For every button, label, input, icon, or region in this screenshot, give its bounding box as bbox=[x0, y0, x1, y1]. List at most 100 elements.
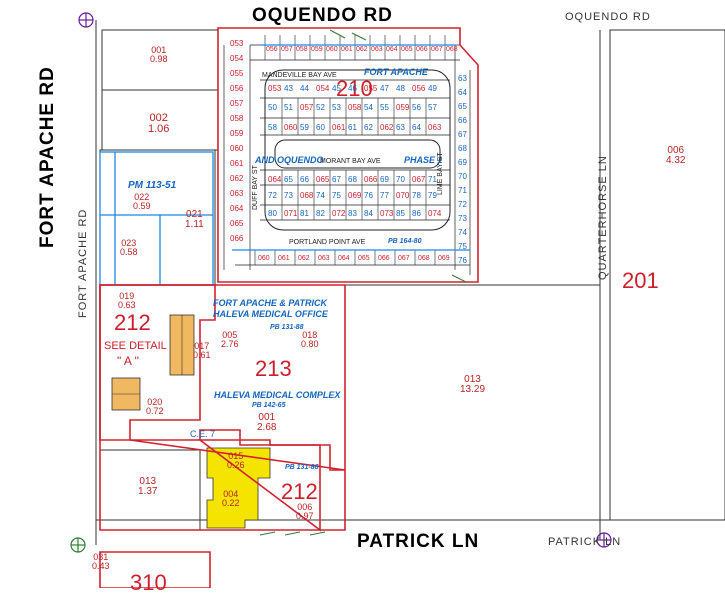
lot-number-blue: 69 bbox=[380, 175, 389, 184]
lot-number-blue: 45 bbox=[332, 84, 341, 93]
street-lime: LIME BAY ST bbox=[437, 152, 444, 195]
lot-number-blue: 65 bbox=[284, 175, 293, 184]
lot-number-red: 062 bbox=[298, 255, 310, 262]
lot-number-red: 060 bbox=[230, 144, 244, 153]
lot-number-red: 058 bbox=[296, 46, 308, 53]
lot-number-red: 057 bbox=[281, 46, 293, 53]
lot-number-blue: 74 bbox=[458, 228, 467, 237]
lot-number-blue: 63 bbox=[458, 74, 467, 83]
haleva-office-label-2: HALEVA MEDICAL OFFICE bbox=[213, 309, 328, 319]
lot-number-red: 063 bbox=[318, 255, 330, 262]
book-number-310: 310 bbox=[130, 570, 167, 595]
lot-number-blue: 61 bbox=[348, 123, 357, 132]
lot-number-blue: 48 bbox=[396, 84, 405, 93]
lot-number-blue: 67 bbox=[332, 175, 341, 184]
book-310-boundary bbox=[99, 551, 211, 588]
lot-number-red: 071 bbox=[284, 209, 298, 218]
lot-number-blue: 70 bbox=[458, 172, 467, 181]
lot-number-red: 059 bbox=[230, 129, 244, 138]
lot-number-red: 066 bbox=[364, 175, 378, 184]
lot-number-blue: 58 bbox=[268, 123, 277, 132]
lot-number-red: 054 bbox=[316, 84, 330, 93]
lot-number-blue: 73 bbox=[284, 191, 293, 200]
lot-number-red: 069 bbox=[438, 255, 450, 262]
fort-apache-rd-label-small: FORT APACHE RD bbox=[77, 208, 89, 318]
lot-number-red: 068 bbox=[300, 191, 314, 200]
lot-number-blue: 66 bbox=[300, 175, 309, 184]
lot-number-red: 064 bbox=[230, 204, 244, 213]
lot-number-red: 072 bbox=[332, 209, 346, 218]
lot-number-red: 056 bbox=[412, 84, 426, 93]
lot-number-blue: 74 bbox=[316, 191, 325, 200]
lot-number-red: 067 bbox=[412, 175, 426, 184]
patrick-ln-label-small: PATRICK LN bbox=[548, 536, 622, 548]
book-number-213: 213 bbox=[255, 356, 292, 381]
lot-number-red: 053 bbox=[268, 84, 282, 93]
fort-apache-rd-label: FORT APACHE RD bbox=[37, 66, 58, 248]
street-portland: PORTLAND POINT AVE bbox=[289, 239, 366, 246]
lot-number-red: 056 bbox=[266, 46, 278, 53]
street-mandeville: MANDEVILLE BAY AVE bbox=[262, 72, 337, 79]
lot-number-blue: 56 bbox=[412, 103, 421, 112]
lot-number-red: 057 bbox=[230, 99, 244, 108]
lot-number-blue: 81 bbox=[300, 209, 309, 218]
book-number-201: 201 bbox=[622, 268, 659, 293]
lot-number-red: 065 bbox=[316, 175, 330, 184]
lot-number-blue: 55 bbox=[380, 103, 389, 112]
lot-number-blue: 49 bbox=[428, 84, 437, 93]
lot-number-blue: 53 bbox=[332, 103, 341, 112]
subdivision-label-fort-apache: FORT APACHE bbox=[364, 67, 428, 77]
lot-dividers bbox=[254, 35, 446, 265]
pm-113-51-label: PM 113-51 bbox=[128, 180, 177, 191]
see-detail-label: SEE DETAIL bbox=[104, 340, 167, 352]
loop-street bbox=[264, 69, 451, 231]
lot-number-red: 062 bbox=[380, 123, 394, 132]
oquendo-rd-label-small: OQUENDO RD bbox=[565, 11, 651, 23]
pb-142-65-label: PB 142-65 bbox=[252, 402, 286, 409]
book-number-212-bottom: 212 bbox=[281, 479, 318, 504]
lot-number-red: 059 bbox=[396, 103, 410, 112]
haleva-office-label-1: FORT APACHE & PATRICK bbox=[213, 298, 327, 308]
lot-number-blue: 63 bbox=[396, 123, 405, 132]
lot-number-red: 064 bbox=[268, 175, 282, 184]
subdivision-label-and-oquendo: AND OQUENDO bbox=[255, 155, 324, 165]
lot-number-blue: 71 bbox=[458, 186, 467, 195]
lot-number-red: 066 bbox=[230, 234, 244, 243]
lot-number-red: 055 bbox=[230, 69, 244, 78]
lot-number-blue: 47 bbox=[380, 84, 389, 93]
lot-number-red: 060 bbox=[326, 46, 338, 53]
book-number-210: 210 bbox=[336, 76, 373, 101]
lot-number-blue: 75 bbox=[332, 191, 341, 200]
lot-number-red: 065 bbox=[358, 255, 370, 262]
lot-number-blue: 68 bbox=[348, 175, 357, 184]
lot-number-red: 068 bbox=[418, 255, 430, 262]
book-210-boundary bbox=[217, 27, 479, 283]
lot-number-blue: 69 bbox=[458, 158, 467, 167]
lot-number-blue: 64 bbox=[412, 123, 421, 132]
lot-number-red: 054 bbox=[230, 54, 244, 63]
lot-number-blue: 51 bbox=[284, 103, 293, 112]
lot-number-red: 061 bbox=[278, 255, 290, 262]
lot-number-blue: 59 bbox=[300, 123, 309, 132]
lot-number-blue: 82 bbox=[316, 209, 325, 218]
lot-number-blue: 84 bbox=[364, 209, 373, 218]
lot-number-blue: 75 bbox=[458, 242, 467, 251]
lot-number-blue: 50 bbox=[268, 103, 277, 112]
lot-number-red: 069 bbox=[348, 191, 362, 200]
blue-subdivision-lines bbox=[99, 44, 470, 286]
pb-131-88-label: PB 131-88 bbox=[270, 324, 304, 331]
lot-number-red: 058 bbox=[230, 114, 244, 123]
